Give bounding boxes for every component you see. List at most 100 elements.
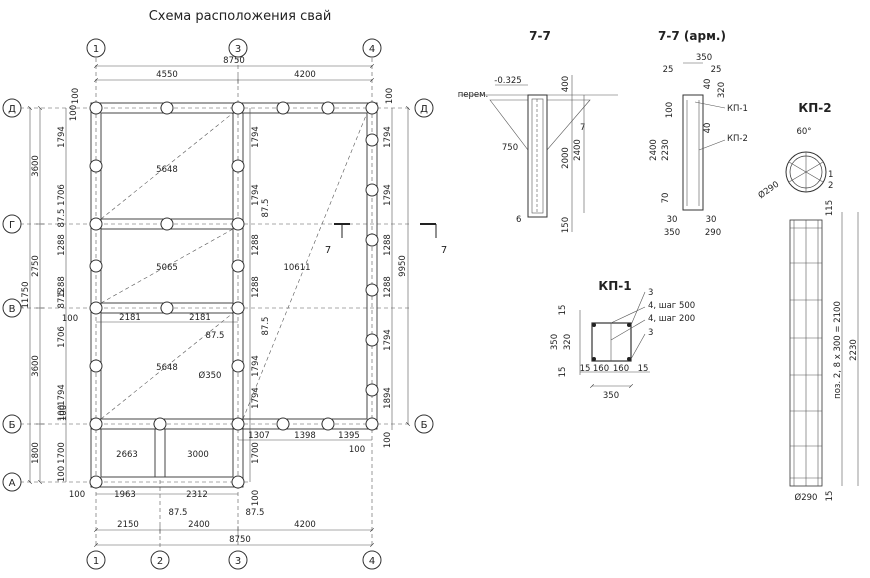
svg-text:400: 400 xyxy=(561,76,571,92)
svg-text:КП-1: КП-1 xyxy=(598,279,631,293)
svg-text:115: 115 xyxy=(825,200,835,216)
svg-text:87.5: 87.5 xyxy=(57,209,67,228)
svg-text:1794: 1794 xyxy=(251,355,261,377)
svg-text:2150: 2150 xyxy=(117,520,139,530)
svg-text:4200: 4200 xyxy=(294,70,316,80)
top-dimensions: 8750 4550 4200 100 100 xyxy=(71,56,395,104)
svg-text:КП-2: КП-2 xyxy=(798,101,831,115)
svg-text:2181: 2181 xyxy=(189,313,211,323)
svg-text:15: 15 xyxy=(638,364,649,374)
svg-text:320: 320 xyxy=(563,334,573,350)
axis-bubbles-bottom: 1 2 3 4 xyxy=(86,550,382,570)
axis-label: 4 xyxy=(369,44,375,55)
svg-text:15: 15 xyxy=(558,305,568,316)
svg-text:1794: 1794 xyxy=(383,329,393,351)
drawing-title: Схема расположения свай xyxy=(149,9,332,24)
svg-text:30: 30 xyxy=(706,215,717,225)
svg-text:100: 100 xyxy=(383,432,393,448)
svg-text:2181: 2181 xyxy=(119,313,141,323)
svg-text:350: 350 xyxy=(603,391,619,401)
svg-text:1794: 1794 xyxy=(57,126,67,148)
svg-text:1: 1 xyxy=(828,170,833,180)
svg-text:2230: 2230 xyxy=(849,339,859,361)
svg-text:350: 350 xyxy=(664,228,680,238)
svg-text:1794: 1794 xyxy=(383,184,393,206)
svg-text:87.5: 87.5 xyxy=(261,317,271,336)
svg-text:5065: 5065 xyxy=(156,263,178,273)
svg-text:150: 150 xyxy=(561,217,571,233)
piles xyxy=(89,101,379,489)
svg-text:320: 320 xyxy=(717,82,727,98)
svg-text:1700: 1700 xyxy=(57,442,67,464)
svg-text:1307: 1307 xyxy=(248,431,270,441)
svg-text:7: 7 xyxy=(580,123,585,133)
svg-text:2400: 2400 xyxy=(573,139,583,161)
axis-label: 1 xyxy=(93,44,99,55)
section-7-7-arm: 7-7 (арм.) 350 25 25 40 320 100 40 2400 … xyxy=(649,29,748,238)
svg-text:8750: 8750 xyxy=(223,56,245,66)
axis-label: 2 xyxy=(157,556,163,567)
svg-text:1963: 1963 xyxy=(114,490,136,500)
svg-text:3600: 3600 xyxy=(31,155,41,177)
svg-text:2400: 2400 xyxy=(649,139,659,161)
svg-text:1794: 1794 xyxy=(251,387,261,409)
svg-text:1395: 1395 xyxy=(338,431,360,441)
svg-text:1700: 1700 xyxy=(251,442,261,464)
svg-text:290: 290 xyxy=(705,228,721,238)
svg-text:1794: 1794 xyxy=(383,126,393,148)
svg-text:7-7: 7-7 xyxy=(529,29,551,43)
svg-text:Ø290: Ø290 xyxy=(795,492,818,503)
svg-text:100: 100 xyxy=(57,405,67,421)
plan-internal-labels: 5648 5065 5648 10611 Ø350 100 2181 2181 … xyxy=(59,105,372,518)
svg-text:4, шаг 200: 4, шаг 200 xyxy=(648,314,695,324)
inner-left-dimensions: 1794 1706 87.5 1288 1288 87.5 1706 1794 … xyxy=(57,108,67,482)
svg-text:87.5: 87.5 xyxy=(261,199,271,218)
svg-text:2000: 2000 xyxy=(561,147,571,169)
svg-text:3000: 3000 xyxy=(187,450,209,460)
svg-text:Б: Б xyxy=(9,420,16,431)
svg-text:1398: 1398 xyxy=(294,431,316,441)
svg-text:87.5: 87.5 xyxy=(169,508,188,518)
svg-text:7-7 (арм.): 7-7 (арм.) xyxy=(658,29,726,43)
svg-text:87.5: 87.5 xyxy=(246,508,265,518)
grade-beams xyxy=(90,102,378,488)
axis-bubbles-right: Д Б xyxy=(414,98,434,434)
svg-text:4, шаг 500: 4, шаг 500 xyxy=(648,301,695,311)
svg-text:750: 750 xyxy=(502,143,518,153)
svg-text:3600: 3600 xyxy=(31,355,41,377)
svg-text:перем.: перем. xyxy=(458,90,489,100)
svg-text:4200: 4200 xyxy=(294,520,316,530)
svg-text:Г: Г xyxy=(9,220,15,231)
axis3-dimensions: 1794 1794 87.5 1288 1288 87.5 1794 1794 … xyxy=(249,108,271,506)
svg-text:160: 160 xyxy=(613,364,629,374)
svg-text:25: 25 xyxy=(663,65,674,75)
svg-text:87.5: 87.5 xyxy=(57,290,67,309)
axis-label: 3 xyxy=(235,556,241,567)
svg-text:поз. 2, 8 x 300 = 2100: поз. 2, 8 x 300 = 2100 xyxy=(833,301,843,399)
svg-text:11750: 11750 xyxy=(21,281,31,308)
svg-text:2663: 2663 xyxy=(116,450,138,460)
svg-text:100: 100 xyxy=(69,490,85,500)
svg-text:25: 25 xyxy=(711,65,722,75)
svg-text:10611: 10611 xyxy=(283,263,310,273)
left-dimensions: 3600 2750 3600 1800 11750 xyxy=(21,108,44,482)
section-cut-marks: 7 7 xyxy=(325,223,447,256)
svg-text:100: 100 xyxy=(59,405,69,421)
svg-text:КП-2: КП-2 xyxy=(727,134,748,144)
svg-text:100: 100 xyxy=(57,466,67,482)
svg-text:100: 100 xyxy=(349,445,365,455)
svg-text:6: 6 xyxy=(516,215,521,225)
svg-text:100: 100 xyxy=(385,88,395,104)
svg-text:Б: Б xyxy=(421,420,428,431)
svg-text:7: 7 xyxy=(441,245,447,256)
svg-text:А: А xyxy=(9,478,16,489)
svg-text:15: 15 xyxy=(580,364,591,374)
svg-text:2312: 2312 xyxy=(186,490,208,500)
pile-diameter-label: Ø350 xyxy=(199,370,222,381)
svg-text:2: 2 xyxy=(828,181,833,191)
svg-text:350: 350 xyxy=(696,53,712,63)
svg-text:3: 3 xyxy=(648,288,653,298)
axis4-dimensions: 1794 1794 1288 1288 1794 1894 100 9950 xyxy=(383,108,408,448)
svg-text:В: В xyxy=(9,304,16,315)
